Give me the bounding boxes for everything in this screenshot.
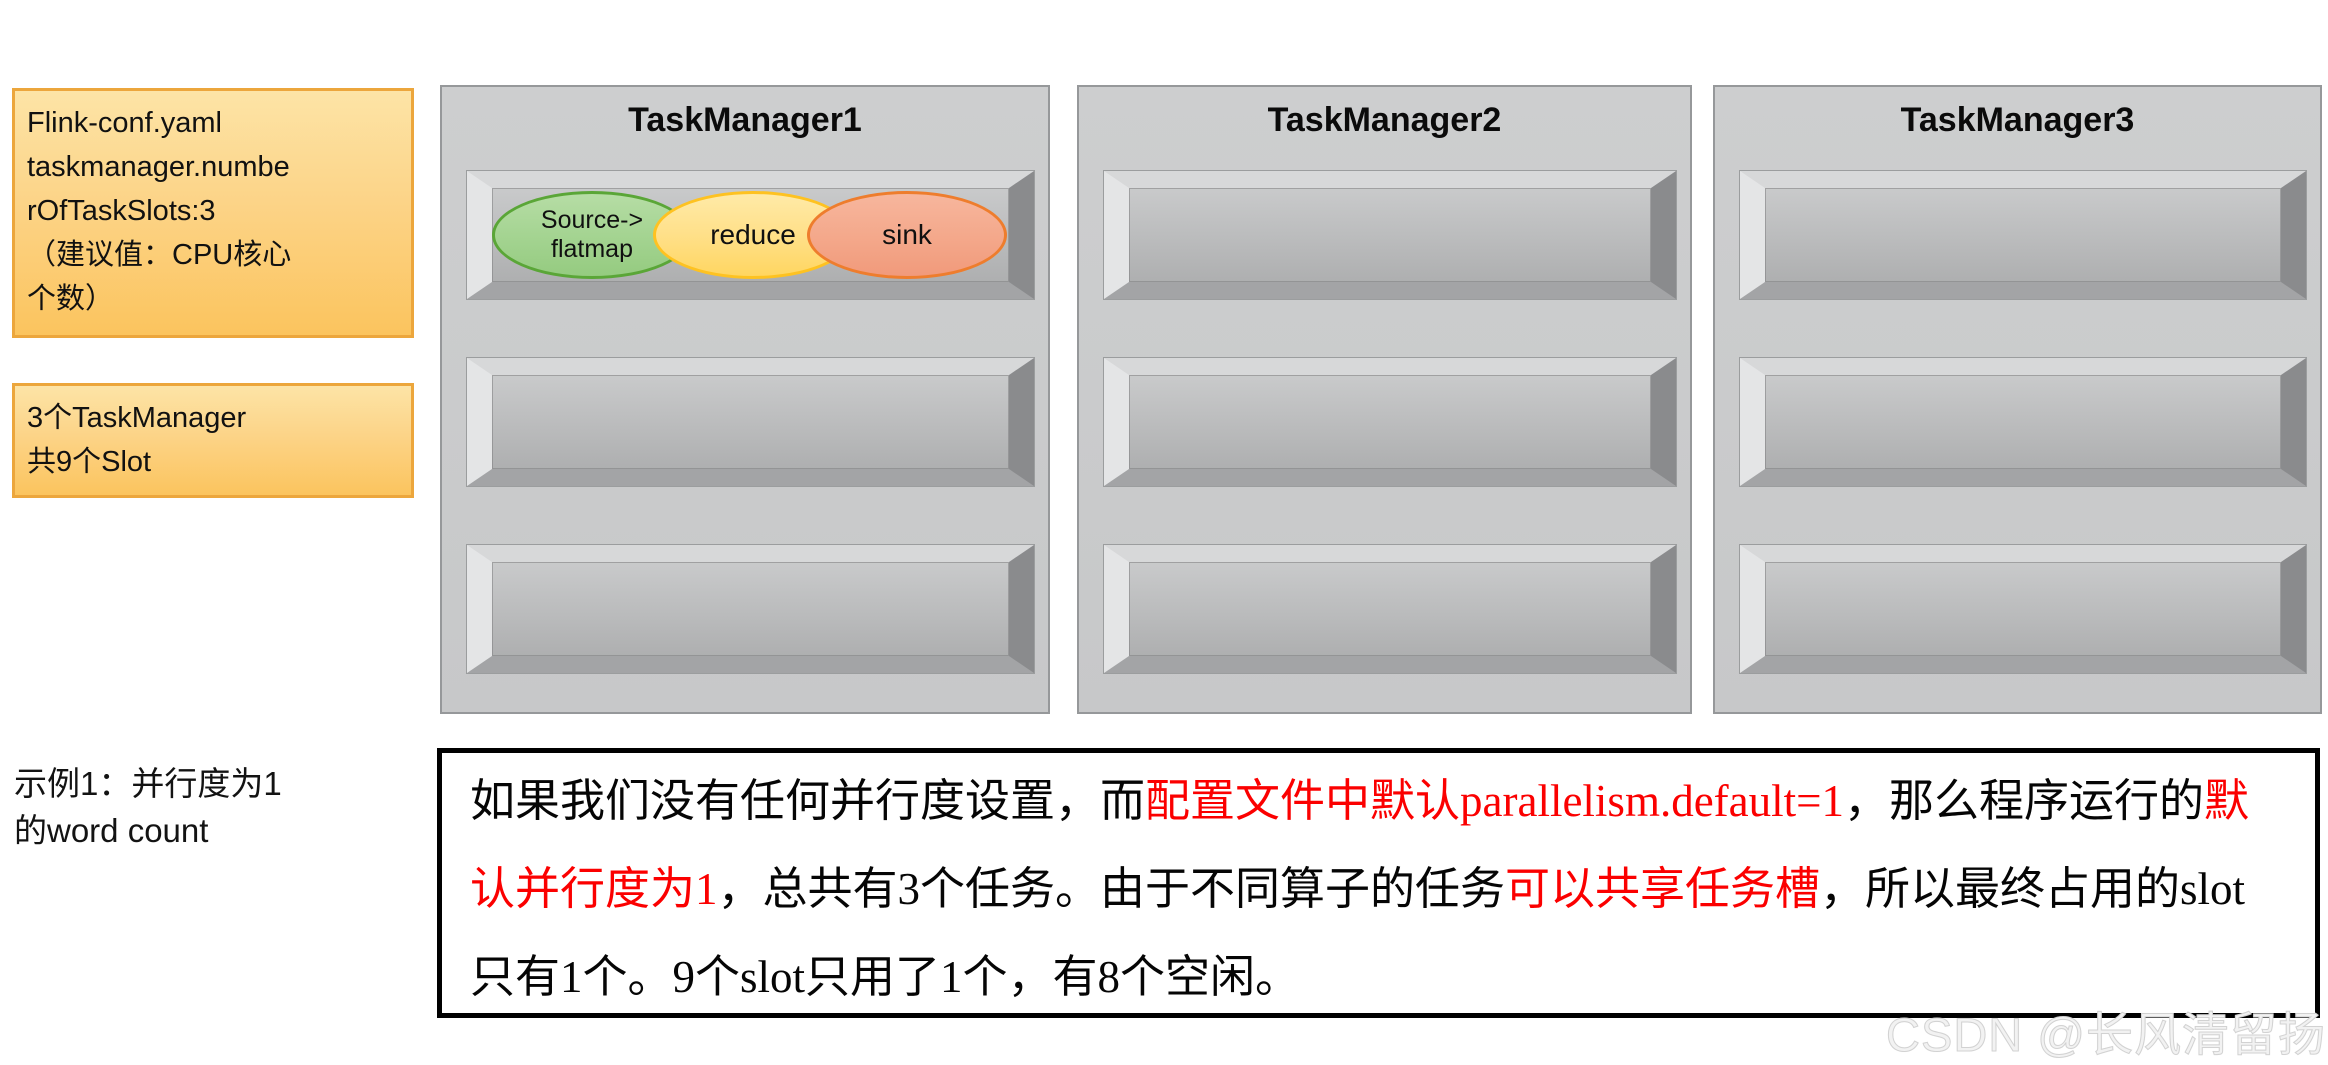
note-line: 3个TaskManager bbox=[27, 402, 247, 434]
note-line: rOfTaskSlots:3 bbox=[27, 195, 216, 227]
explanation-box: 如果我们没有任何并行度设置，而配置文件中默认parallelism.defaul… bbox=[437, 748, 2320, 1018]
text-segment-red: 配置文件中默认parallelism.default=1 bbox=[1145, 776, 1845, 826]
taskmanager2-panel: TaskManager2 bbox=[1077, 85, 1692, 714]
task-slot bbox=[467, 545, 1034, 673]
note-line: 共9个Slot bbox=[27, 446, 152, 478]
task-slot bbox=[1104, 171, 1676, 299]
text-segment: ，所以最终占用的slot只有1个。9个slot只用了1个，有8个空闲。 bbox=[470, 864, 2246, 1002]
task-slot bbox=[1740, 171, 2306, 299]
task-label-line: reduce bbox=[710, 219, 796, 250]
text-segment-red: 可以共享任务槽 bbox=[1505, 864, 1821, 914]
task-slot bbox=[1740, 358, 2306, 486]
task-slot: Source-> flatmap reduce sink bbox=[467, 171, 1034, 299]
taskmanager3-title: TaskManager3 bbox=[1900, 101, 2135, 139]
example-label-line: 的word count bbox=[14, 812, 209, 849]
text-segment-red: 默认并行度为1 bbox=[470, 776, 2250, 914]
note-slot-count: 3个TaskManager 共9个Slot bbox=[12, 383, 414, 498]
taskmanager1-panel: TaskManager1 Source-> flatmap reduce sin… bbox=[440, 85, 1050, 714]
task-group: Source-> flatmap reduce sink bbox=[492, 188, 1009, 282]
task-slot bbox=[467, 358, 1034, 486]
text-segment: 如果我们没有任何并行度设置，而 bbox=[470, 776, 1146, 826]
task-sink: sink bbox=[807, 191, 1007, 279]
text-segment: ，总共有3个任务。由于不同算子的任务 bbox=[717, 864, 1506, 914]
task-label-line: sink bbox=[882, 219, 932, 250]
note-line: 个数） bbox=[27, 283, 115, 315]
note-line: taskmanager.numbe bbox=[27, 151, 290, 183]
csdn-watermark: CSDN @长风清留扬 bbox=[1886, 1008, 2326, 1062]
example-label: 示例1：并行度为1 的word count bbox=[14, 760, 282, 854]
task-slot bbox=[1104, 358, 1676, 486]
note-flink-conf: Flink-conf.yaml taskmanager.numbe rOfTas… bbox=[12, 88, 414, 338]
task-slot bbox=[1740, 545, 2306, 673]
explanation-paragraph: 如果我们没有任何并行度设置，而配置文件中默认parallelism.defaul… bbox=[470, 757, 2289, 1021]
note-line: （建议值：CPU核心 bbox=[27, 239, 292, 271]
taskmanager2-title: TaskManager2 bbox=[1267, 101, 1502, 139]
taskmanager3-panel: TaskManager3 bbox=[1713, 85, 2322, 714]
example-label-line: 示例1：并行度为1 bbox=[14, 765, 282, 802]
task-slot bbox=[1104, 545, 1676, 673]
text-segment: ，那么程序运行的 bbox=[1844, 776, 2205, 826]
task-label-line: flatmap bbox=[551, 235, 633, 263]
note-line: Flink-conf.yaml bbox=[27, 107, 222, 139]
task-label-line: Source-> bbox=[540, 206, 644, 234]
taskmanager1-title: TaskManager1 bbox=[628, 101, 862, 139]
